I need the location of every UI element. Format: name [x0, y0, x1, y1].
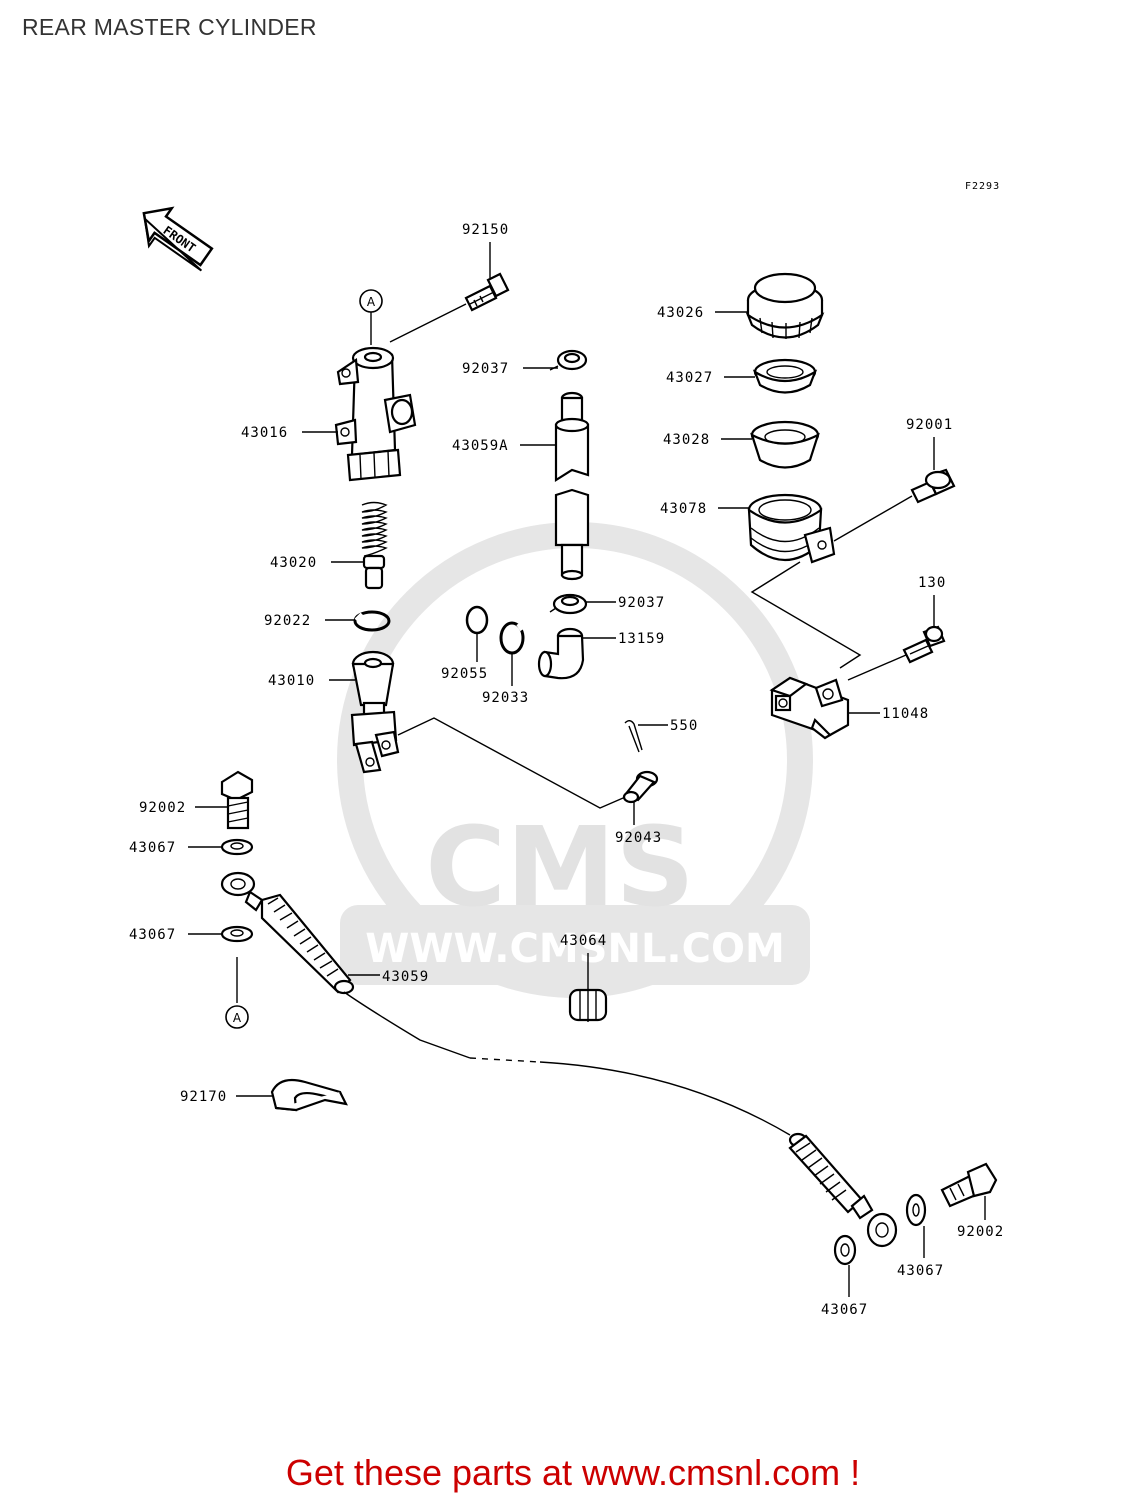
part-number-label[interactable]: 130 — [918, 575, 946, 591]
part-number-label[interactable]: 92002 — [139, 800, 186, 816]
part-number-label[interactable]: 43027 — [666, 370, 713, 386]
bracket-11048-drawing — [769, 676, 850, 740]
reservoir-43078-drawing — [747, 493, 836, 564]
clevis-pin-92043-drawing — [622, 770, 659, 804]
part-number-label[interactable]: 550 — [670, 718, 698, 734]
part-number-label[interactable]: 43059A — [452, 438, 509, 454]
reservoir-hose-43059a-drawing — [554, 391, 590, 581]
part-number-label[interactable]: 92022 — [264, 613, 311, 629]
watermark-logo-text: CMS — [425, 803, 694, 931]
part-number-label[interactable]: 92002 — [957, 1224, 1004, 1240]
banjo-bolt-92002-upper-drawing — [220, 770, 254, 830]
part-number-label[interactable]: 92150 — [462, 222, 509, 238]
grommet-43064-drawing — [568, 988, 608, 1022]
part-number-label[interactable]: 43064 — [560, 933, 607, 949]
part-number-label[interactable]: 13159 — [618, 631, 665, 647]
washer-43067-b-drawing — [220, 925, 254, 943]
part-number-label[interactable]: 43028 — [663, 432, 710, 448]
clamp-92037-upper-drawing — [549, 349, 588, 371]
washer-43067-d-drawing — [833, 1234, 857, 1266]
elbow-fitting-13159-drawing — [537, 627, 585, 680]
part-number-label[interactable]: 43067 — [821, 1302, 868, 1318]
cotter-pin-550-drawing — [624, 720, 643, 753]
watermark-url: WWW.CMSNL.COM — [365, 926, 785, 972]
part-number-label[interactable]: 43067 — [129, 927, 176, 943]
svg-text:A: A — [233, 1011, 242, 1025]
brake-hose-43059-drawing — [220, 871, 898, 1248]
ref-marker-a-top: A — [359, 289, 383, 313]
banjo-bolt-92150-drawing — [464, 272, 510, 312]
part-number-label[interactable]: 92170 — [180, 1089, 227, 1105]
part-number-label[interactable]: 43067 — [129, 840, 176, 856]
cap-plate-43027-drawing — [752, 358, 818, 394]
o-ring-92055-drawing — [465, 605, 489, 635]
part-number-label[interactable]: 43026 — [657, 305, 704, 321]
ref-marker-a-bottom: A — [225, 1005, 249, 1029]
part-number-label[interactable]: 92037 — [618, 595, 665, 611]
part-number-label[interactable]: 43010 — [268, 673, 315, 689]
svg-text:A: A — [367, 295, 376, 309]
washer-43067-c-drawing — [905, 1193, 927, 1227]
part-number-label[interactable]: 92001 — [906, 417, 953, 433]
part-number-label[interactable]: 92043 — [615, 830, 662, 846]
clamp-92037-lower-drawing — [549, 593, 588, 615]
master-cylinder-body-43016-drawing — [334, 346, 417, 482]
washer-43067-a-drawing — [220, 838, 254, 856]
part-number-label[interactable]: 43016 — [241, 425, 288, 441]
spring-43020-drawing — [361, 501, 388, 590]
part-number-label[interactable]: 43059 — [382, 969, 429, 985]
circlip-92022-drawing — [353, 610, 391, 632]
reservoir-cap-43026-drawing — [745, 272, 825, 339]
part-number-label[interactable]: 43078 — [660, 501, 707, 517]
bolt-130-drawing — [902, 625, 946, 664]
diaphragm-43028-drawing — [750, 420, 820, 469]
page-title: REAR MASTER CYLINDER — [22, 14, 317, 40]
pushrod-assembly-43010-drawing — [350, 650, 400, 774]
part-number-label[interactable]: 43067 — [897, 1263, 944, 1279]
circlip-92033-drawing — [499, 621, 525, 655]
part-number-label[interactable]: 11048 — [882, 706, 929, 722]
part-number-label[interactable]: 92037 — [462, 361, 509, 377]
figure-code: F2293 — [965, 181, 1000, 192]
part-number-label[interactable]: 92033 — [482, 690, 529, 706]
front-direction-arrow: FRONT — [142, 206, 214, 272]
bolt-92001-drawing — [910, 468, 956, 504]
banjo-bolt-92002-lower-drawing — [940, 1162, 998, 1208]
cms-watermark-logo: CMS WWW.CMSNL.COM — [337, 522, 813, 998]
part-number-label[interactable]: 43020 — [270, 555, 317, 571]
part-number-label[interactable]: 92055 — [441, 666, 488, 682]
footer-cta-text[interactable]: Get these parts at www.cmsnl.com ! — [285, 1452, 861, 1493]
hose-clamp-92170-drawing — [270, 1078, 348, 1112]
